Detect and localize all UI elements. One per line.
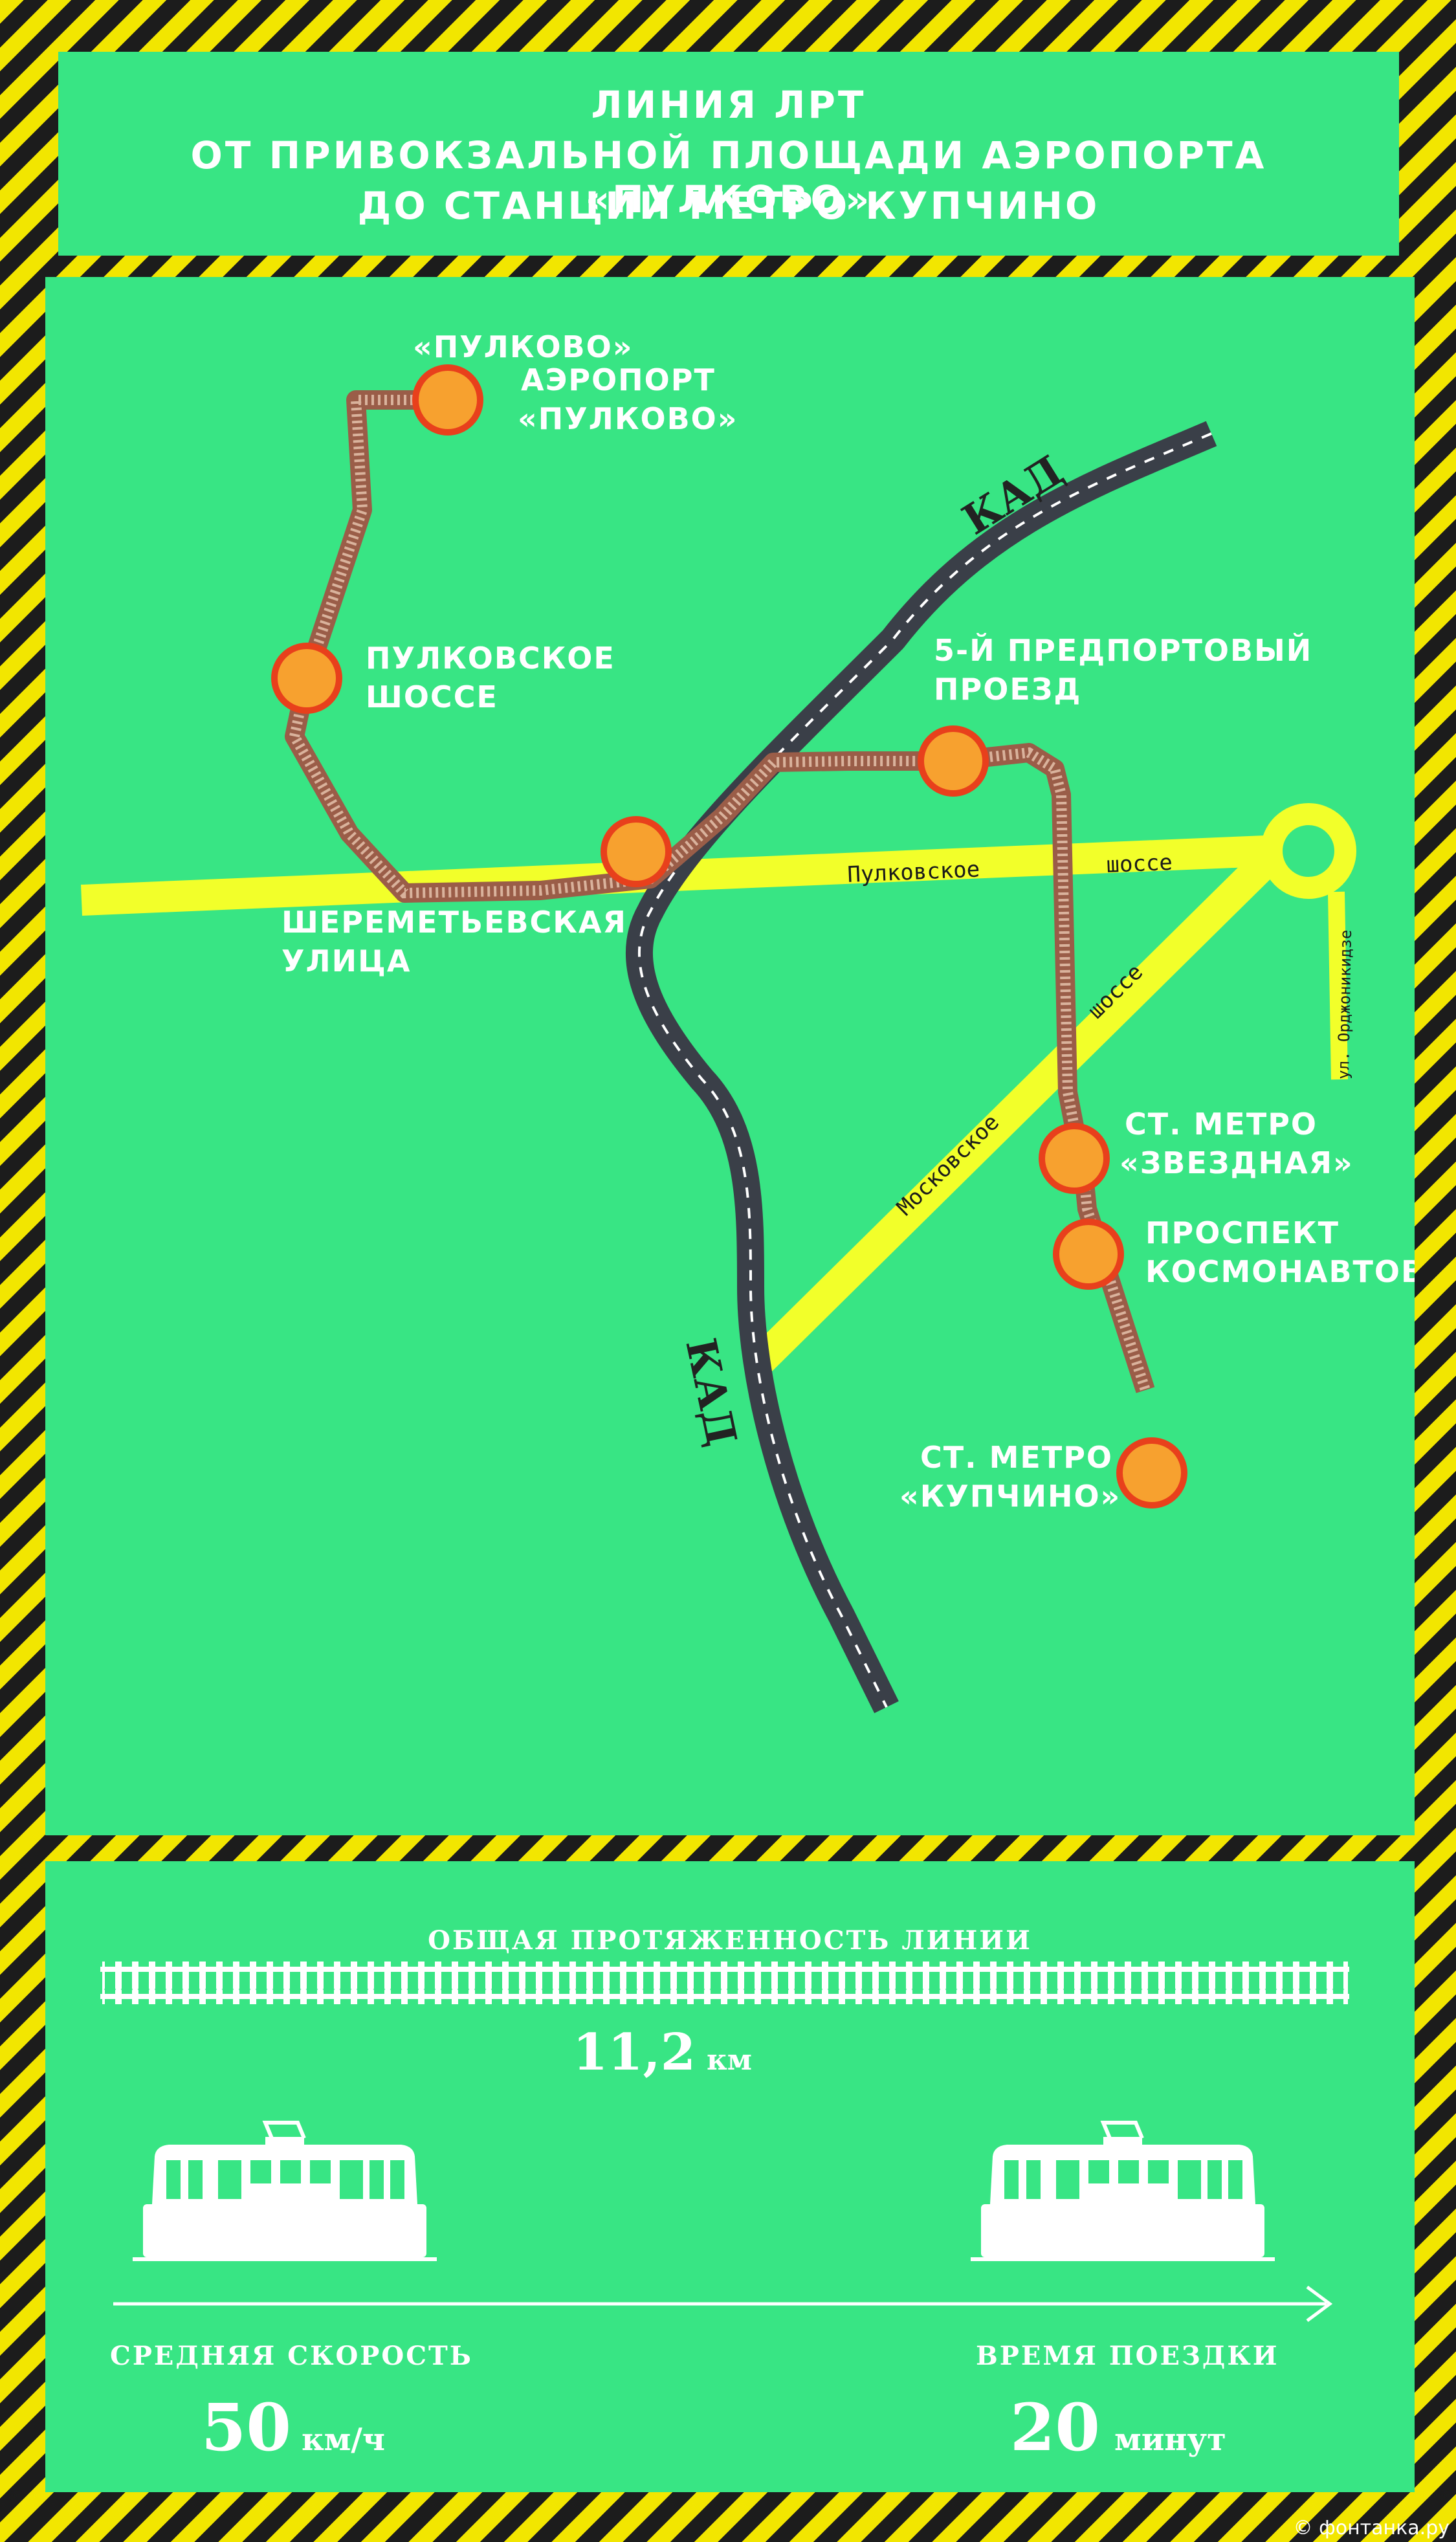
station-predportovy[interactable] xyxy=(918,725,989,797)
title-line-2: ОТ ПРИВОКЗАЛЬНОЙ ПЛОЩАДИ АЭРОПОРТА «ПУЛК… xyxy=(190,133,1267,221)
label-sheremetevskaya-2: УЛИЦА xyxy=(281,944,411,978)
label-zvezdnaya-1: СТ. МЕТРО xyxy=(1125,1107,1318,1142)
rail-track-icon xyxy=(100,1962,1349,2004)
moskovskoe-shosse-road xyxy=(746,841,1286,1376)
watermark: © фонтанка.ру xyxy=(1293,2517,1450,2539)
header-panel: ЛИНИЯ ЛРТ ОТ ПРИВОКЗАЛЬНОЙ ПЛОЩАДИ АЭРОП… xyxy=(58,52,1399,256)
length-unit: км xyxy=(707,2044,752,2077)
speed-label: СРЕДНЯЯ СКОРОСТЬ xyxy=(110,2341,473,2371)
station-airport[interactable] xyxy=(412,364,483,436)
stations xyxy=(271,364,1187,1509)
label-kupchino-1: СТ. МЕТРО xyxy=(920,1440,1113,1475)
pulkovskoe-label-left: Пулковское xyxy=(847,856,980,888)
label-zvezdnaya-2: «ЗВЕЗДНАЯ» xyxy=(1120,1145,1354,1180)
ordzhonikidze-label: ул. Орджоникидзе xyxy=(1334,929,1355,1079)
tram-icon xyxy=(971,2121,1275,2261)
title-line-3: ДО СТАНЦИИ МЕТРО КУПЧИНО xyxy=(357,184,1100,228)
lrt-track xyxy=(285,390,1155,1393)
label-pulkovskoe-1: ПУЛКОВСКОЕ xyxy=(366,641,615,676)
moskovskoe-label-left: Московское xyxy=(892,1109,1004,1221)
station-zvezdnaya[interactable] xyxy=(1039,1123,1110,1194)
time-label: ВРЕМЯ ПОЕЗДКИ xyxy=(976,2341,1279,2371)
time-value: 20 xyxy=(1010,2389,1100,2466)
label-kupchino-2: «КУПЧИНО» xyxy=(899,1479,1121,1514)
info-canvas: ОБЩАЯ ПРОТЯЖЕННОСТЬ ЛИНИИ 11,2 км xyxy=(100,1925,1349,2466)
label-predportovy-2: ПРОЕЗД xyxy=(934,672,1081,707)
time-unit: минут xyxy=(1114,2422,1226,2458)
kad-ring-road xyxy=(625,421,1217,1714)
station-sheremetevskaya[interactable] xyxy=(601,816,672,887)
title-line-1: ЛИНИЯ ЛРТ xyxy=(591,83,866,127)
roundabout xyxy=(1261,803,1356,899)
label-sheremetevskaya-1: ШЕРЕМЕТЬЕВСКАЯ xyxy=(281,905,627,940)
length-value: 11,2 xyxy=(573,2023,696,2082)
label-kosmonavtov-1: ПРОСПЕКТ xyxy=(1145,1215,1340,1250)
label-kosmonavtov-2: КОСМОНАВТОВ xyxy=(1145,1254,1415,1289)
label-airport-2: «ПУЛКОВО» xyxy=(518,401,738,436)
speed-value: 50 xyxy=(201,2389,291,2466)
station-kupchino[interactable] xyxy=(1116,1437,1187,1509)
label-predportovy-1: 5-Й ПРЕДПОРТОВЫЙ xyxy=(934,633,1312,668)
map-canvas: «ПУЛКОВО» АЭРОПОРТ «ПУЛКОВО» ПУЛКОВСКОЕ … xyxy=(81,329,1424,1714)
info-panel: ОБЩАЯ ПРОТЯЖЕННОСТЬ ЛИНИИ 11,2 км xyxy=(45,1861,1415,2492)
arrow-right-icon xyxy=(113,2285,1333,2323)
station-pulkovskoe-shosse[interactable] xyxy=(271,643,342,714)
label-pulkovskoe-2: ШОССЕ xyxy=(366,680,498,714)
length-label: ОБЩАЯ ПРОТЯЖЕННОСТЬ ЛИНИИ xyxy=(428,1925,1032,1956)
label-airport-1: АЭРОПОРТ xyxy=(521,362,716,397)
map-panel: «ПУЛКОВО» АЭРОПОРТ «ПУЛКОВО» ПУЛКОВСКОЕ … xyxy=(45,277,1424,1835)
pulkovskoe-label-right: шоссе xyxy=(1106,850,1173,878)
ordzhonikidze-street-road xyxy=(1328,891,1348,1080)
speed-unit: км/ч xyxy=(302,2422,385,2458)
station-kosmonavtov[interactable] xyxy=(1053,1219,1124,1290)
kad-label-bottom: КАД xyxy=(676,1334,745,1450)
label-pulkovo: «ПУЛКОВО» xyxy=(413,329,633,364)
tram-icon xyxy=(133,2121,437,2261)
